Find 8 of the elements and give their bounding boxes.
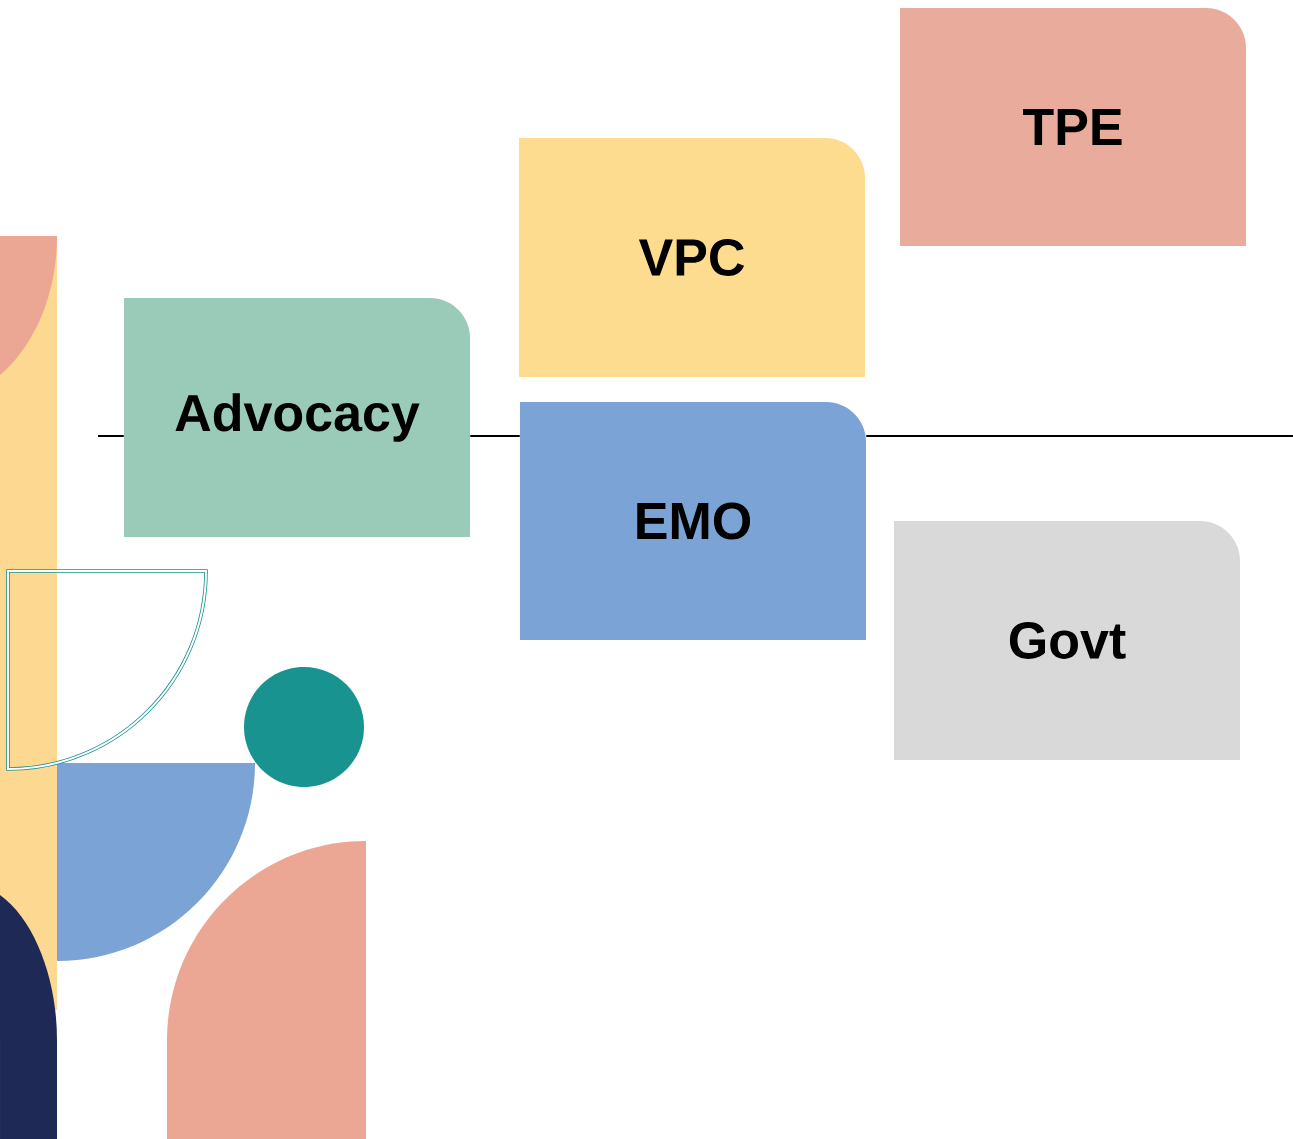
- process-box: Govt: [894, 521, 1240, 760]
- process-box: Advocacy: [124, 298, 470, 537]
- connector-line: [97, 435, 125, 437]
- process-box: VPC: [519, 138, 865, 377]
- connector-line: [469, 435, 521, 437]
- process-box: TPE: [900, 8, 1246, 246]
- connector-line: [865, 435, 1293, 437]
- process-box: EMO: [520, 402, 866, 640]
